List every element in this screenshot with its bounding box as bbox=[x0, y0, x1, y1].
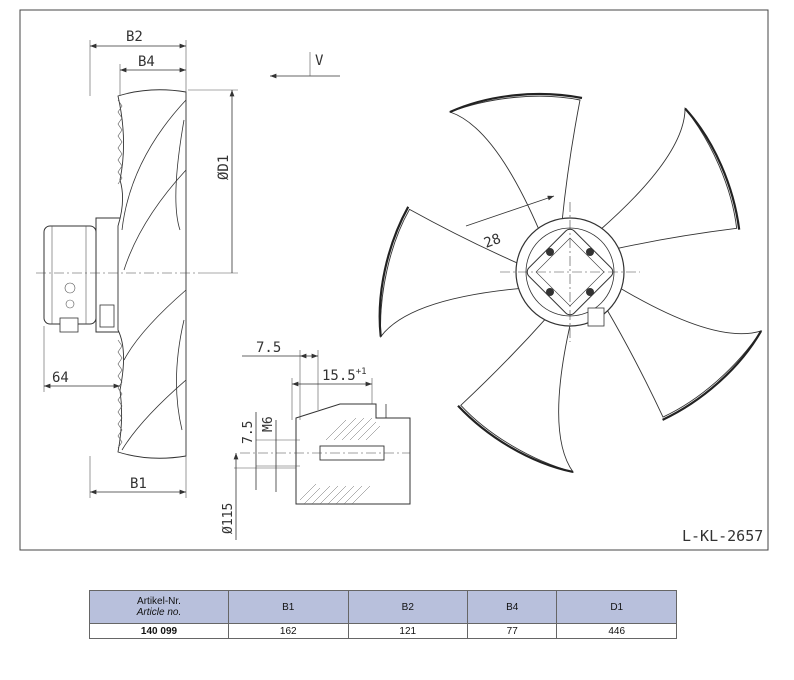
detail-section: 7.5 15.5+1 7.5 M6 Ø115 bbox=[221, 340, 411, 540]
front-dimension-28: 28 bbox=[465, 195, 555, 252]
header-article: Artikel-Nr. Article no. bbox=[89, 590, 229, 624]
header-article-de: Artikel-Nr. bbox=[137, 596, 181, 607]
dim-7-5-top: 7.5 bbox=[256, 340, 281, 356]
header-b4: B4 bbox=[467, 590, 558, 624]
drawing-reference: L-KL-2657 bbox=[682, 527, 763, 545]
header-d1: D1 bbox=[556, 590, 677, 624]
cell-d1: 446 bbox=[556, 623, 677, 639]
view-arrow: V bbox=[270, 52, 340, 79]
dim-b4: B4 bbox=[138, 54, 155, 70]
fan-front-view bbox=[378, 92, 763, 474]
table-header-row: Artikel-Nr. Article no. B1 B2 B4 D1 bbox=[89, 590, 677, 624]
spec-table: Artikel-Nr. Article no. B1 B2 B4 D1 140 … bbox=[89, 590, 677, 639]
dim-b1: B1 bbox=[130, 476, 147, 492]
cell-b4: 77 bbox=[467, 623, 558, 639]
header-b2: B2 bbox=[347, 590, 469, 624]
dim-m6: M6 bbox=[261, 416, 276, 432]
dim-d1: ØD1 bbox=[216, 155, 232, 180]
view-label: V bbox=[315, 53, 324, 69]
dim-15-5-value: 15.5 bbox=[322, 368, 356, 384]
drawing-frame bbox=[19, 9, 769, 551]
side-dimensions: B2 B4 B1 64 ØD1 bbox=[43, 29, 238, 498]
cell-article: 140 099 bbox=[89, 623, 229, 639]
dim-64: 64 bbox=[52, 370, 69, 386]
dim-15-5: 15.5+1 bbox=[322, 367, 367, 384]
dim-d115: Ø115 bbox=[221, 503, 236, 534]
cell-b2: 121 bbox=[347, 623, 469, 639]
dim-15-5-tolerance: +1 bbox=[356, 367, 367, 377]
table-row: 140 099 162 121 77 446 bbox=[89, 623, 677, 639]
header-article-en: Article no. bbox=[136, 607, 182, 618]
fan-side-view bbox=[36, 89, 200, 459]
header-b1: B1 bbox=[228, 590, 349, 624]
dim-28: 28 bbox=[482, 231, 503, 252]
dim-7-5-side: 7.5 bbox=[241, 421, 256, 444]
dim-b2: B2 bbox=[126, 29, 143, 45]
technical-drawing: B2 B4 B1 64 ØD1 V bbox=[19, 9, 769, 551]
cell-b1: 162 bbox=[228, 623, 349, 639]
